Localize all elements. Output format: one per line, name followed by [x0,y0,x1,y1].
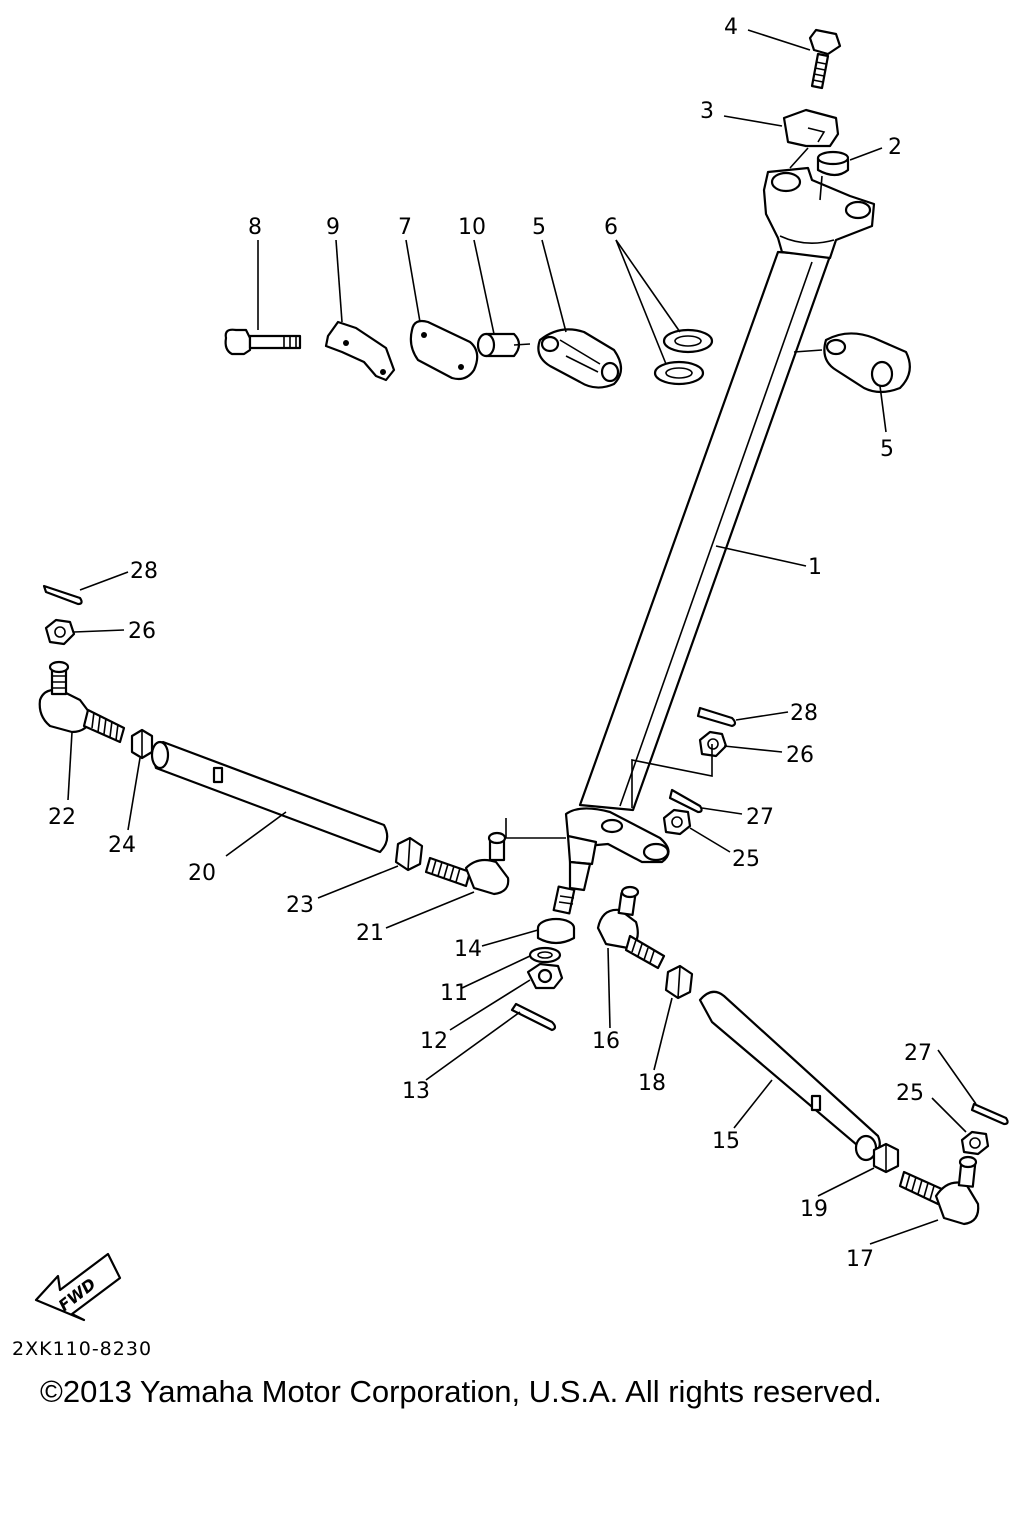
washer-14-part [536,917,576,945]
tie-rod-end-21-part [424,831,510,896]
callout-20: 20 [188,861,216,886]
callout-27-right: 27 [904,1041,932,1066]
callout-labels: 1 2 3 4 5 5 6 7 8 9 10 11 12 13 14 15 16… [48,15,932,1272]
callout-9: 9 [326,215,340,240]
cotter-pin-13-part [510,1002,557,1032]
tie-rod-end-16-part [596,885,666,970]
assembly-lines [505,147,823,839]
callout-16: 16 [592,1029,620,1054]
callout-5-left: 5 [532,215,546,240]
callout-2: 2 [888,135,902,160]
holder-right-part [823,332,911,394]
callout-1: 1 [808,555,822,580]
callout-5-right: 5 [880,437,894,462]
cotter-pin-27-center-part [668,788,703,814]
pitman-arm-part [552,807,670,915]
upper-bracket-part [762,166,876,260]
castle-nut-26-center-part [698,730,728,758]
bracket-block-part [782,108,840,148]
copyright-notice: ©2013 Yamaha Motor Corporation, U.S.A. A… [40,1374,882,1409]
nut-18-part [664,964,694,1000]
collar-part [476,332,521,358]
cotter-pin-27-right-part [970,1102,1009,1126]
nut-25-right-part [960,1130,990,1156]
cap-part [816,150,850,177]
callout-17: 17 [846,1247,874,1272]
callout-23: 23 [286,893,314,918]
callout-19: 19 [800,1197,828,1222]
castle-nut-left-part [44,618,76,646]
callout-3: 3 [700,99,714,124]
callout-25-right: 25 [896,1081,924,1106]
callout-27-center: 27 [746,805,774,830]
cotter-pin-28-center-part [696,706,737,728]
callout-15: 15 [712,1129,740,1154]
callout-24: 24 [108,833,136,858]
callout-7: 7 [398,215,412,240]
callout-21: 21 [356,921,384,946]
long-bolt-part [224,328,302,356]
washer-upper-part [662,328,714,354]
lock-washer-part [528,946,562,964]
cotter-pin-left-part [42,584,83,606]
stay-part [324,320,396,382]
tie-rod-right-part [698,990,881,1162]
callout-4: 4 [724,15,738,40]
nut-23-part [394,836,424,872]
tie-rod-end-left-part [38,660,126,744]
fwd-arrow-icon: FWD [34,1252,122,1322]
callout-13: 13 [402,1079,430,1104]
leader-lines [67,29,977,1245]
callout-14: 14 [454,937,482,962]
plate-part [409,319,479,381]
callout-12: 12 [420,1029,448,1054]
callout-11: 11 [440,981,468,1006]
nut-12-part [526,962,564,990]
callout-28-left: 28 [130,559,158,584]
callout-6: 6 [604,215,618,240]
callout-22: 22 [48,805,76,830]
callout-25-center: 25 [732,847,760,872]
callout-18: 18 [638,1071,666,1096]
callout-8: 8 [248,215,262,240]
callout-10: 10 [458,215,486,240]
callout-26-center: 26 [786,743,814,768]
holder-left-part [537,328,623,389]
nut-24-part [130,728,154,760]
drawing-code: 2XK110-8230 [12,1338,153,1360]
washer-lower-part [653,360,705,386]
nut-19-part [872,1142,900,1174]
bolt-part [808,28,842,90]
tie-rod-end-17-part [898,1155,980,1226]
callout-26-left: 26 [128,619,156,644]
nut-25-center-part [662,808,692,836]
callout-28-center: 28 [790,701,818,726]
tie-rod-left-part [150,740,389,854]
